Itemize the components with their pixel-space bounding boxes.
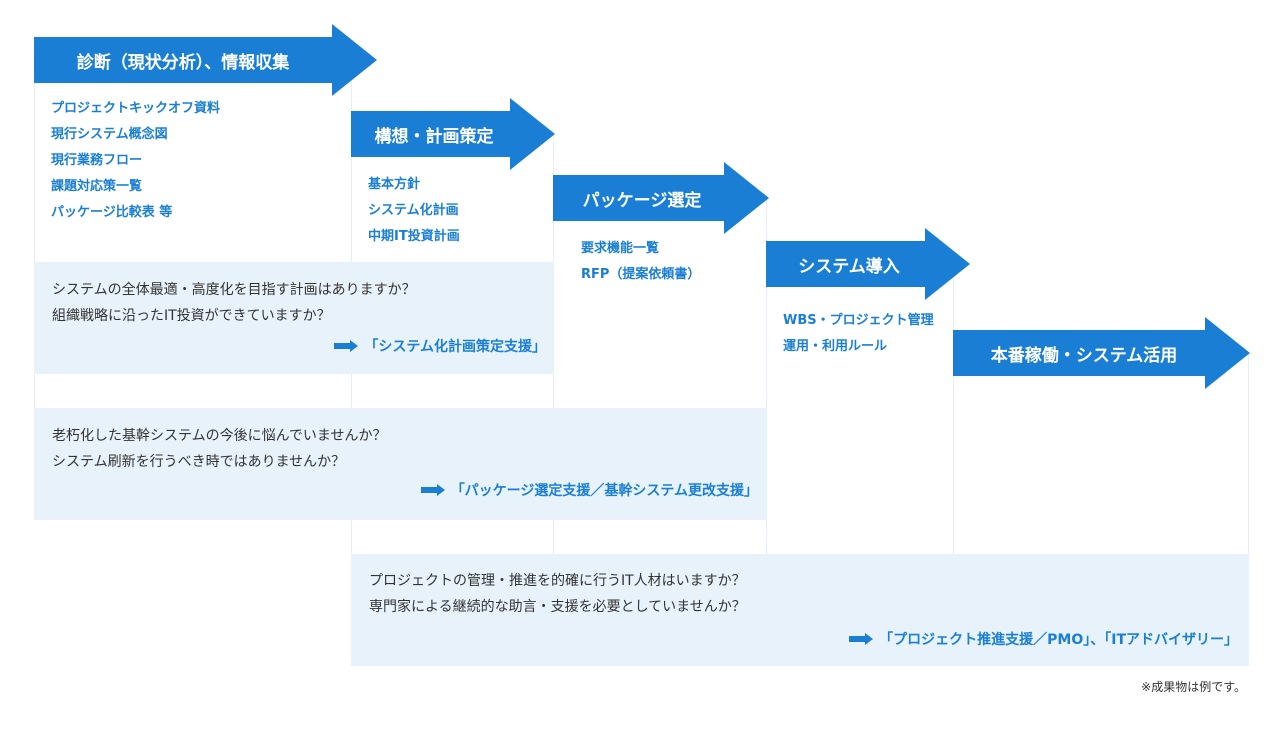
deliverable-item: パッケージ比較表 等 [51,205,173,220]
footnote: ※成果物は例です。 [1141,680,1246,694]
phase-4-title: システム導入 [798,256,900,277]
question-line: 老朽化した基幹システムの今後に悩んでいませんか？ [52,428,387,444]
question-box-package [34,408,767,520]
deliverable-item: システム化計画 [368,203,459,218]
phase-1-title: 診断（現状分析）、情報収集 [76,52,290,73]
deliverable-item: 要求機能一覧 [581,241,660,256]
phase-5-title: 本番稼働・システム活用 [990,345,1178,366]
service-label: 「プロジェクト推進支援／PMO」、「ITアドバイザリー」 [879,632,1238,648]
arrow-shape [953,317,1250,389]
phase-2-deliverables: 基本方針 システム化計画 中期IT投資計画 [368,172,460,250]
arrow-right-icon [420,484,445,496]
service-link-planning[interactable]: 「システム化計画策定支援」 [334,336,546,356]
phase-1-arrow: 診断（現状分析）、情報収集 [34,24,377,96]
arrow-shape [766,228,970,300]
phase-3-deliverables: 要求機能一覧 RFP（提案依頼書） [581,236,700,288]
question-line: システムの全体最適・高度化を目指す計画はありますか？ [52,282,416,298]
service-link-package[interactable]: 「パッケージ選定支援／基幹システム更改支援」 [420,480,758,500]
service-label: 「パッケージ選定支援／基幹システム更改支援」 [450,483,758,499]
deliverable-item: RFP（提案依頼書） [581,267,701,282]
deliverable-item: 中期IT投資計画 [368,229,460,244]
phase-2-title: 構想・計画策定 [374,126,494,147]
deliverable-item: 現行システム概念図 [51,127,168,142]
question-line: プロジェクトの管理・推進を的確に行うIT人材はいますか？ [369,573,746,589]
deliverable-item: 課題対応策一覧 [51,179,143,194]
arrow-shape [34,24,377,96]
phase-3-title: パッケージ選定 [582,190,702,211]
arrow-shape [351,98,555,170]
question-line: システム刷新を行うべき時ではありませんか？ [52,454,346,470]
question-box-planning [34,262,554,374]
phase-4-arrow: システム導入 [766,228,970,300]
deliverable-item: 運用・利用ルール [783,339,888,354]
arrow-right-icon [334,340,359,352]
phase-3-arrow: パッケージ選定 [553,162,769,234]
deliverable-item: プロジェクトキックオフ資料 [51,101,221,116]
phase-5-arrow: 本番稼働・システム活用 [953,317,1250,389]
question-box-pmo [351,554,1249,666]
phase-4-deliverables: WBS・プロジェクト管理 運用・利用ルール [783,308,934,360]
deliverable-item: WBS・プロジェクト管理 [783,313,934,328]
deliverable-item: 現行業務フロー [51,153,143,168]
service-label: 「システム化計画策定支援」 [364,339,546,355]
deliverable-item: 基本方針 [368,177,421,192]
arrow-right-icon [849,633,874,645]
phase-2-arrow: 構想・計画策定 [351,98,555,170]
question-line: 組織戦略に沿ったIT投資ができていますか？ [52,308,331,324]
question-line: 専門家による継続的な助言・支援を必要としていませんか？ [369,599,746,615]
service-link-pmo[interactable]: 「プロジェクト推進支援／PMO」、「ITアドバイザリー」 [849,629,1238,649]
arrow-shape [553,162,769,234]
phase-1-deliverables: プロジェクトキックオフ資料 現行システム概念図 現行業務フロー 課題対応策一覧 … [51,96,220,226]
